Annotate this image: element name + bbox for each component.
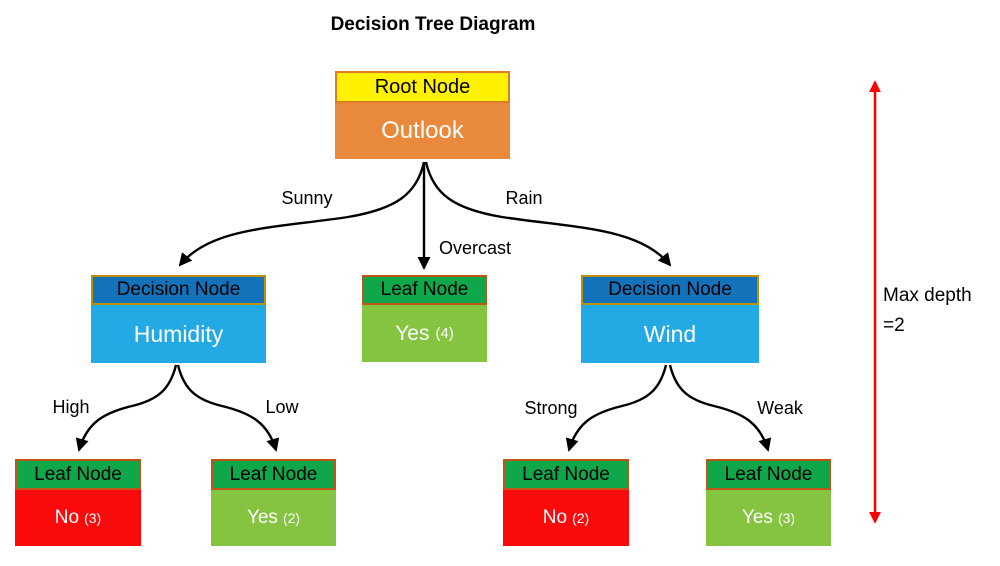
max-depth-annotation: Max depth =2 bbox=[883, 281, 972, 341]
node-leaf-weak-body: Yes(3) bbox=[706, 490, 831, 546]
node-humidity-body: Humidity bbox=[91, 305, 266, 363]
edge-label-weak: Weak bbox=[757, 398, 803, 418]
edge-high-arrow bbox=[75, 364, 178, 452]
leaf-value: Yes bbox=[246, 507, 278, 528]
edge-sunny-arrow bbox=[178, 161, 426, 267]
edge-label-strong: Strong bbox=[524, 398, 578, 418]
node-root-body: Outlook bbox=[335, 103, 510, 159]
node-leaf-low-header: Leaf Node bbox=[211, 459, 336, 490]
node-leaf-low-body: Yes(2) bbox=[211, 490, 336, 546]
leaf-count: (4) bbox=[435, 325, 454, 342]
leaf-count: (2) bbox=[282, 510, 301, 526]
node-leaf-weak: Leaf Node Yes(3) bbox=[706, 459, 831, 546]
leaf-value: Yes bbox=[395, 321, 430, 345]
edge-label-low: Low bbox=[265, 397, 299, 417]
node-leaf-overcast-header: Leaf Node bbox=[362, 275, 487, 305]
leaf-value: No bbox=[542, 507, 568, 528]
node-leaf-overcast-body: Yes (4) bbox=[362, 305, 487, 362]
node-leaf-strong-body: No(2) bbox=[503, 490, 629, 546]
node-humidity-header: Decision Node bbox=[91, 275, 266, 305]
leaf-count: (3) bbox=[777, 510, 796, 526]
node-root-header: Root Node bbox=[335, 71, 510, 103]
leaf-count: (3) bbox=[84, 510, 102, 526]
edge-weak-arrow bbox=[668, 364, 772, 452]
edge-low-arrow bbox=[176, 364, 280, 452]
max-depth-line1: Max depth bbox=[883, 285, 972, 306]
node-root: Root Node Outlook bbox=[335, 71, 510, 159]
node-leaf-low: Leaf Node Yes(2) bbox=[211, 459, 336, 546]
node-humidity: Decision Node Humidity bbox=[91, 275, 266, 363]
leaf-value: Yes bbox=[741, 507, 773, 528]
node-wind-header: Decision Node bbox=[581, 275, 759, 305]
edge-label-sunny: Sunny bbox=[281, 188, 333, 208]
leaf-count: (2) bbox=[572, 510, 590, 526]
node-leaf-strong: Leaf Node No(2) bbox=[503, 459, 629, 546]
node-leaf-high-body: No(3) bbox=[15, 490, 141, 546]
node-leaf-overcast: Leaf Node Yes (4) bbox=[362, 275, 487, 362]
node-leaf-high-header: Leaf Node bbox=[15, 459, 141, 490]
edge-strong-arrow bbox=[565, 364, 668, 452]
node-leaf-weak-header: Leaf Node bbox=[706, 459, 831, 490]
edge-label-overcast: Overcast bbox=[438, 238, 512, 258]
diagram-title: Decision Tree Diagram bbox=[330, 14, 536, 35]
node-leaf-high: Leaf Node No(3) bbox=[15, 459, 141, 546]
leaf-value: No bbox=[54, 507, 80, 528]
node-wind-body: Wind bbox=[581, 305, 759, 363]
node-wind: Decision Node Wind bbox=[581, 275, 759, 363]
edge-label-high: High bbox=[52, 397, 90, 417]
max-depth-line2: =2 bbox=[883, 315, 905, 336]
node-leaf-strong-header: Leaf Node bbox=[503, 459, 629, 490]
edge-label-rain: Rain bbox=[505, 188, 543, 208]
